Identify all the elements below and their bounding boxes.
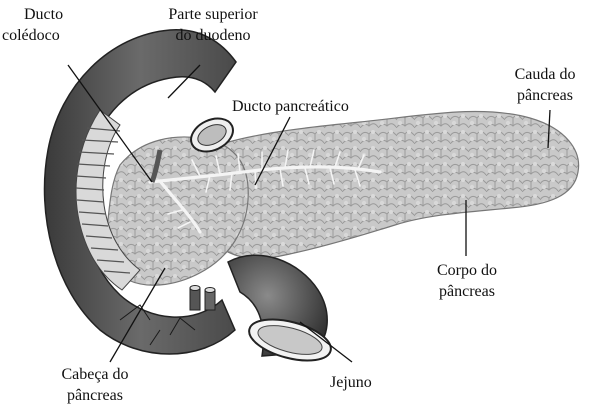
label-tail-line2: pâncreas	[500, 85, 590, 106]
pancreas-body-shape	[205, 111, 579, 258]
label-jejunum-text: Jejuno	[330, 372, 372, 393]
label-jejunum: Jejuno	[330, 372, 372, 393]
label-head-line1: Cabeça do	[40, 364, 150, 385]
label-pancreatic-duct: Ducto pancreático	[232, 96, 349, 117]
label-common-bile-duct-line2: colédoco	[2, 25, 63, 46]
label-body-line1: Corpo do	[412, 260, 522, 281]
label-upper-duodenum: Parte superior do duodeno	[138, 4, 288, 46]
label-body-line2: pâncreas	[412, 281, 522, 302]
label-pancreatic-duct-text: Ducto pancreático	[232, 96, 349, 117]
label-head-line2: pâncreas	[40, 385, 150, 406]
label-head: Cabeça do pâncreas	[40, 364, 150, 406]
label-body: Corpo do pâncreas	[412, 260, 522, 302]
label-tail: Cauda do pâncreas	[500, 64, 590, 106]
label-common-bile-duct: Ducto colédoco	[2, 4, 63, 46]
label-common-bile-duct-line1: Ducto	[2, 4, 63, 25]
label-tail-line1: Cauda do	[500, 64, 590, 85]
label-upper-duodenum-line1: Parte superior	[138, 4, 288, 25]
label-upper-duodenum-line2: do duodeno	[138, 25, 288, 46]
